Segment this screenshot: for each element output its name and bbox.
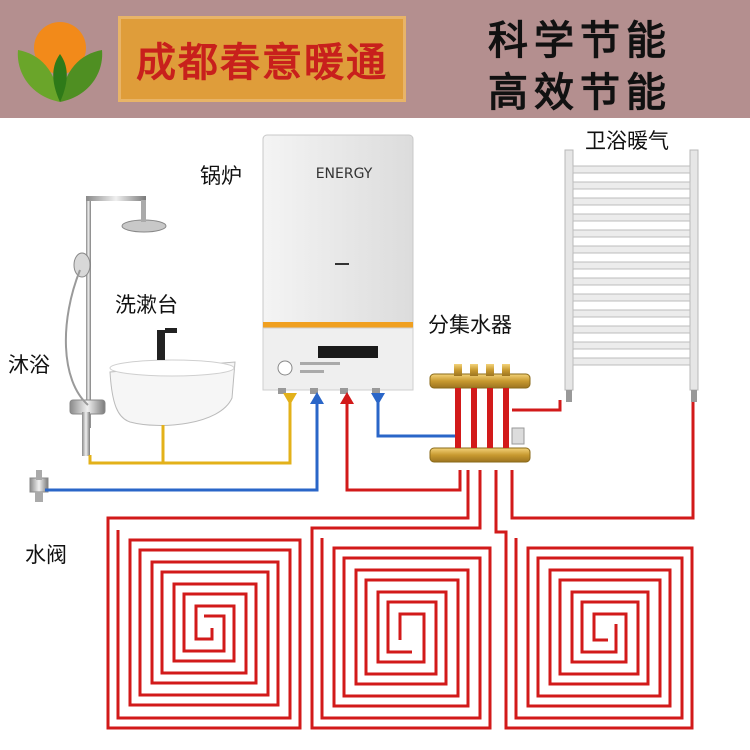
boiler: ENERGY (262, 134, 414, 394)
arrow-down-icon (283, 393, 297, 405)
arrow-up-icon (340, 392, 354, 404)
water-valve-label: 水阀 (25, 543, 67, 567)
shower-label: 沐浴 (8, 353, 50, 377)
bathroom-radiator-label: 卫浴暖气 (585, 129, 669, 153)
manifold-label: 分集水器 (428, 313, 512, 337)
water-valve (29, 470, 49, 502)
washbasin-label: 洗漱台 (115, 293, 178, 317)
arrow-down-icon (371, 393, 385, 405)
heating-system-diagram: ENERGY (8, 129, 699, 730)
floor-heating-coils (106, 470, 694, 730)
header-banner: 成都春意暖通 科学节能 高效节能 (0, 0, 750, 118)
shower-set (64, 196, 167, 456)
boiler-brand-label: ENERGY (316, 166, 373, 182)
cold-water-pipes (45, 400, 460, 492)
leaf-logo-icon (17, 22, 103, 102)
brand-name: 成都春意暖通 (136, 39, 388, 86)
slogan-line-2: 高效节能 (488, 69, 672, 116)
manifold (429, 364, 531, 463)
heating-pipes (345, 400, 695, 520)
flow-arrows (283, 392, 385, 405)
towel-radiator (564, 149, 699, 402)
arrow-up-icon (310, 392, 324, 404)
domestic-hot-pipes (88, 400, 292, 465)
washbasin (109, 328, 236, 426)
boiler-label: 锅炉 (200, 164, 242, 188)
brand-box: 成都春意暖通 (118, 16, 406, 102)
slogan-line-1: 科学节能 (488, 17, 672, 64)
